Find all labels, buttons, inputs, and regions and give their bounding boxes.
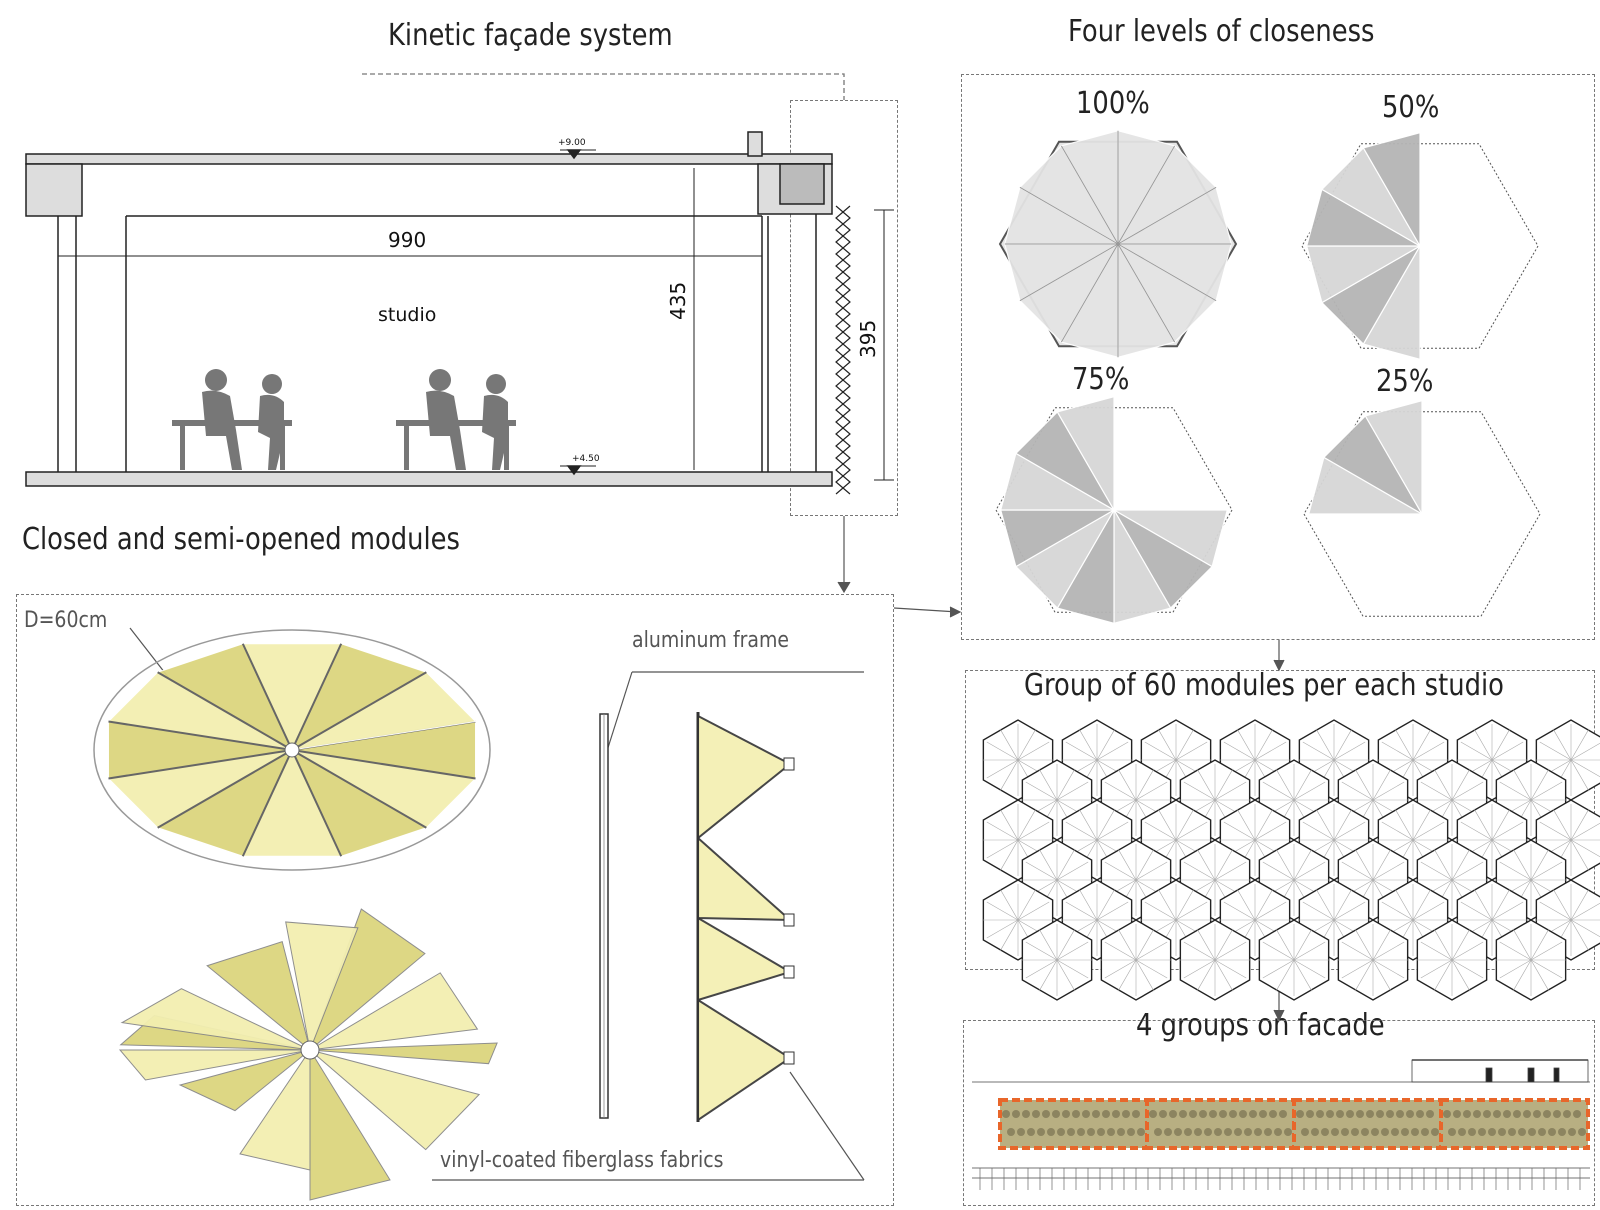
module-hex-39 (1100, 919, 1172, 1001)
facade-group-2 (1292, 1098, 1443, 1150)
kinetic-facade-profile (835, 205, 851, 495)
closeness-hexagon-1 (1301, 131, 1539, 361)
facade-detail-frame (790, 100, 898, 516)
width-dimension: 990 (388, 228, 427, 252)
closeness-hexagon-2 (995, 395, 1233, 625)
closeness-frame (961, 74, 1595, 640)
group-title: Group of 60 modules per each studio (1024, 668, 1504, 703)
fabric-label: vinyl-coated fiberglass fabrics (440, 1148, 724, 1173)
facade-title: 4 groups on facade (1136, 1008, 1385, 1043)
people-silhouettes (172, 369, 516, 470)
modules-title: Closed and semi-opened modules (22, 522, 460, 557)
kinetic-facade-title: Kinetic façade system (388, 18, 673, 53)
module-hex-43 (1416, 919, 1488, 1001)
semi-opened-module (118, 908, 498, 1201)
module-hex-44 (1495, 919, 1567, 1001)
closed-module (107, 643, 477, 857)
closeness-label-50: 50% (1382, 90, 1440, 125)
floor-level-mark: +4.50 (572, 454, 600, 464)
closeness-hexagon-3 (1303, 399, 1541, 617)
people-group-1 (396, 369, 516, 470)
closeness-hexagon-0 (998, 129, 1238, 359)
facade-group-0 (998, 1098, 1149, 1150)
top-level-mark: +9.00 (558, 138, 586, 148)
closeness-label-75: 75% (1072, 362, 1130, 397)
frame-label: aluminum frame (632, 628, 790, 653)
module-hex-42 (1337, 919, 1409, 1001)
module-hex-41 (1258, 919, 1330, 1001)
closeness-label-100: 100% (1076, 86, 1150, 121)
diameter-label: D=60cm (24, 608, 108, 633)
closeness-title: Four levels of closeness (1068, 14, 1375, 49)
room-label: studio (378, 304, 437, 326)
folded-side-section (696, 712, 795, 1122)
module-hex-40 (1179, 919, 1251, 1001)
people-group-0 (172, 369, 292, 470)
modules-frame (16, 594, 894, 1206)
module-hex-38 (1021, 919, 1093, 1001)
closeness-label-25: 25% (1376, 364, 1434, 399)
facade-group-3 (1439, 1098, 1590, 1150)
